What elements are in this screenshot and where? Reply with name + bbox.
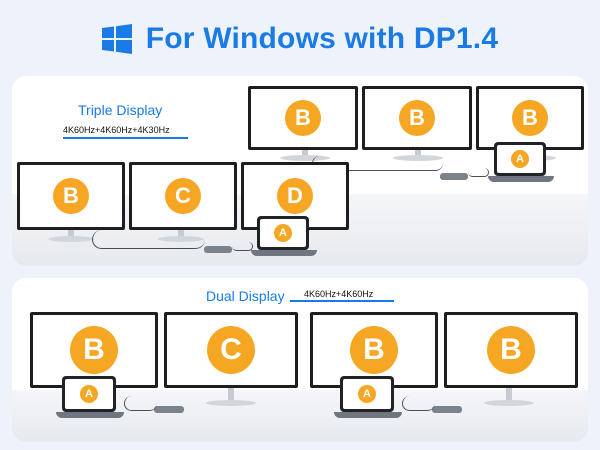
monitor-dual-right-2: B xyxy=(444,312,578,388)
usb-hub-back xyxy=(440,173,468,180)
usb-hub-dual-left xyxy=(154,406,184,413)
stand-base xyxy=(484,400,534,406)
laptop-badge: A xyxy=(511,150,529,168)
monitor-badge: B xyxy=(70,326,118,374)
header: For Windows with DP1.4 xyxy=(0,0,600,78)
dual-display-spec: 4K60Hz+4K60Hz xyxy=(304,289,374,299)
cable xyxy=(232,242,253,251)
triple-spec-underline xyxy=(63,137,188,139)
laptop-badge: A xyxy=(274,224,292,242)
dual-spec-underline xyxy=(290,300,394,302)
laptop-front-screen: A xyxy=(257,216,309,250)
stand-neck xyxy=(302,146,308,156)
laptop-back-base xyxy=(488,176,554,182)
triple-display-label: Triple Display xyxy=(78,102,163,118)
stand-neck xyxy=(228,386,234,402)
stand-neck xyxy=(415,146,421,156)
cable xyxy=(92,230,205,249)
laptop-dual-left-base xyxy=(56,412,124,418)
monitor-badge: B xyxy=(487,326,535,374)
monitor-front-2: C xyxy=(129,162,237,230)
laptop-dual-right-base xyxy=(334,412,402,418)
laptop-front-base xyxy=(251,250,317,256)
monitor-dual-left-2: C xyxy=(164,312,298,388)
stand-base xyxy=(280,155,330,161)
monitor-badge: B xyxy=(350,326,398,374)
monitor-back-1: B xyxy=(248,86,358,150)
monitor-badge: B xyxy=(399,100,435,136)
monitor-dual-right-1: B xyxy=(310,312,438,388)
stand-neck xyxy=(506,386,512,402)
cable xyxy=(124,396,157,411)
laptop-badge: A xyxy=(358,385,376,403)
monitor-back-2: B xyxy=(362,86,472,150)
triple-display-panel: Triple Display 4K60Hz+4K60Hz+4K30Hz B B … xyxy=(12,76,588,266)
page-title: For Windows with DP1.4 xyxy=(145,22,499,55)
cable xyxy=(402,396,435,411)
stand-neck xyxy=(178,226,184,238)
windows-logo-icon xyxy=(101,24,132,54)
stand-base xyxy=(393,155,443,161)
monitor-front-1: B xyxy=(17,162,125,230)
laptop-badge: A xyxy=(80,385,98,403)
stand-base xyxy=(206,400,256,406)
monitor-badge: B xyxy=(53,178,89,214)
laptop-dual-right-screen: A xyxy=(340,376,394,412)
monitor-badge: C xyxy=(207,326,255,374)
triple-display-spec: 4K60Hz+4K60Hz+4K30Hz xyxy=(63,125,170,135)
monitor-badge: C xyxy=(165,178,201,214)
laptop-back-screen: A xyxy=(494,142,546,176)
laptop-dual-left-screen: A xyxy=(62,376,116,412)
stand-base xyxy=(48,236,94,242)
stand-base xyxy=(158,236,204,242)
stand-neck xyxy=(68,226,74,238)
monitor-badge: D xyxy=(277,178,313,214)
monitor-badge: B xyxy=(512,100,548,136)
usb-hub-front xyxy=(204,246,232,253)
dual-display-panel: Dual Display 4K60Hz+4K60Hz B C A B B A xyxy=(12,278,588,442)
cable xyxy=(468,168,489,177)
monitor-badge: B xyxy=(285,100,321,136)
dual-display-label: Dual Display xyxy=(206,288,285,304)
usb-hub-dual-right xyxy=(432,406,462,413)
monitor-back-3: B xyxy=(476,86,584,150)
monitor-dual-left-1: B xyxy=(30,312,158,388)
